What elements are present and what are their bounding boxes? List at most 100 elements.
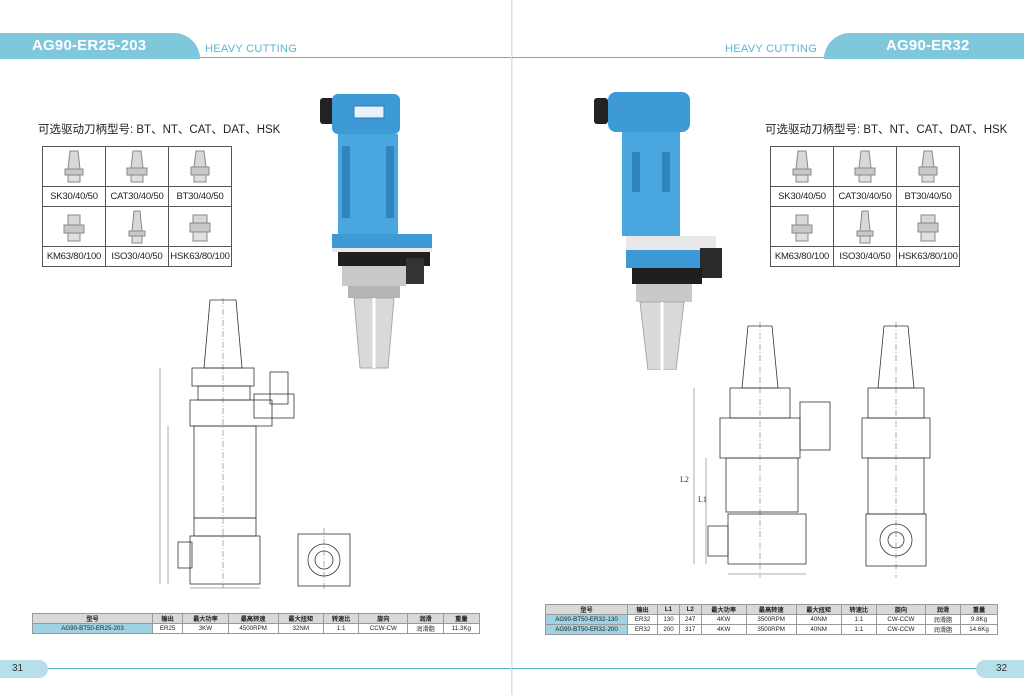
table-cell: 3KW — [182, 623, 229, 634]
holder-image-cell — [896, 206, 960, 247]
table-cell: 1:1 — [840, 624, 877, 635]
table-cell: 247 — [678, 614, 702, 625]
table-cell: 40NM — [795, 614, 842, 625]
iso-holder-icon — [128, 210, 146, 243]
holder-label: CAT30/40/50 — [833, 186, 897, 207]
table-cell: 40NM — [795, 624, 842, 635]
header-rule — [0, 57, 512, 58]
holder-image-cell — [833, 206, 897, 247]
column-header: 型号 — [32, 613, 153, 624]
column-header: 最高转速 — [745, 604, 797, 615]
header-rule — [512, 57, 1024, 58]
holder-image-cell — [833, 146, 897, 187]
table-cell: 11.3Kg — [442, 623, 481, 634]
product-photo-er25 — [320, 94, 432, 369]
column-header: 润滑 — [407, 613, 444, 624]
table-cell: 14.6Kg — [960, 624, 998, 635]
table-cell: AG90-BT50-ER32-200 — [545, 624, 628, 635]
table-cell: 130 — [657, 614, 680, 625]
holder-label: ISO30/40/50 — [105, 246, 169, 267]
table-cell: 32NM — [277, 623, 324, 634]
page-title: AG90-ER25-203 — [0, 33, 200, 59]
km-holder-icon — [791, 214, 813, 241]
holder-image-cell — [168, 206, 232, 247]
holder-image-cell — [105, 146, 169, 187]
table-cell: 润滑脂 — [407, 623, 444, 634]
holder-type-grid: SK30/40/50 CAT30/40/50 BT30/40/50 KM63/8… — [770, 146, 960, 267]
column-header: 最大扭矩 — [795, 604, 842, 615]
column-header: 转速比 — [322, 613, 360, 624]
holder-image-cell — [105, 206, 169, 247]
left-page: AG90-ER25-203 HEAVY CUTTING 可选驱动刀柄型号: BT… — [0, 33, 512, 678]
column-header: L2 — [678, 604, 702, 615]
holder-label: SK30/40/50 — [42, 186, 106, 207]
footer-rule — [512, 668, 1024, 669]
table-cell: AG90-BT50-ER32-130 — [545, 614, 628, 625]
column-header: 输出 — [151, 613, 184, 624]
right-page: HEAVY CUTTING AG90-ER32 可选驱动刀柄型号: BT、NT、… — [512, 0, 1024, 695]
page-subtitle: HEAVY CUTTING — [205, 43, 298, 55]
column-header: 最大功率 — [700, 604, 747, 615]
table-cell: ER32 — [626, 624, 659, 635]
taper-holder-icon — [64, 150, 84, 182]
column-header: 旋向 — [875, 604, 926, 615]
holder-image-cell — [42, 206, 106, 247]
dimension-label-l1: L1 — [698, 495, 707, 504]
table-cell: 4500RPM — [227, 623, 279, 634]
technical-drawing-er32: L2 L1 — [680, 322, 931, 578]
holder-label: SK30/40/50 — [770, 186, 834, 207]
column-header: 最大功率 — [182, 613, 229, 624]
page-number: 31 — [0, 660, 48, 678]
column-header: 最高转速 — [227, 613, 279, 624]
table-cell: AG90-BT50-ER25-203 — [32, 623, 153, 634]
page-gutter — [511, 0, 513, 695]
holder-label: ISO30/40/50 — [833, 246, 897, 267]
taper-holder-icon — [854, 150, 876, 182]
table-cell: 9.8Kg — [960, 614, 998, 625]
iso-holder-icon — [856, 210, 874, 243]
table-header-row: 型号 输出 最大功率 最高转速 最大扭矩 转速比 旋向 润滑 重量 — [32, 613, 481, 624]
table-row: AG90-BT50-ER32-200 ER32 200 317 4KW 3500… — [545, 624, 998, 635]
km-holder-icon — [63, 214, 85, 241]
taper-holder-icon — [918, 150, 938, 182]
holder-image-cell — [896, 146, 960, 187]
optional-holders-label: 可选驱动刀柄型号: BT、NT、CAT、DAT、HSK — [38, 124, 281, 136]
table-cell: CW-CCW — [875, 624, 926, 635]
table-cell: 1:1 — [840, 614, 877, 625]
column-header: 重量 — [960, 604, 998, 615]
holder-type-grid: SK30/40/50 CAT30/40/50 BT30/40/50 KM63/8… — [42, 146, 232, 267]
hsk-holder-icon — [917, 214, 939, 241]
holder-label: KM63/80/100 — [42, 246, 106, 267]
column-header: 润滑 — [924, 604, 962, 615]
holder-label: HSK63/80/100 — [168, 246, 232, 267]
table-row: AG90-BT50-ER25-203 ER25 3KW 4500RPM 32NM… — [32, 623, 481, 634]
column-header: 重量 — [442, 613, 481, 624]
table-cell: 3500RPM — [745, 614, 797, 625]
table-cell: 润滑脂 — [924, 614, 962, 625]
holder-image-cell — [770, 146, 834, 187]
table-cell: ER32 — [626, 614, 659, 625]
taper-holder-icon — [126, 150, 148, 182]
column-header: 型号 — [545, 604, 628, 615]
holder-label: HSK63/80/100 — [896, 246, 960, 267]
table-cell: ER25 — [151, 623, 184, 634]
table-cell: CCW-CW — [358, 623, 409, 634]
holder-label: BT30/40/50 — [168, 186, 232, 207]
technical-drawing-er25 — [159, 298, 351, 590]
page-subtitle: HEAVY CUTTING — [725, 43, 818, 55]
optional-holders-label: 可选驱动刀柄型号: BT、NT、CAT、DAT、HSK — [765, 124, 1008, 136]
table-cell: 3500RPM — [745, 624, 797, 635]
holder-image-cell — [770, 206, 834, 247]
table-header-row: 型号 输出 L1 L2 最大功率 最高转速 最大扭矩 转速比 旋向 润滑 重量 — [545, 604, 998, 615]
holder-label: KM63/80/100 — [770, 246, 834, 267]
column-header: 旋向 — [358, 613, 409, 624]
table-cell: 润滑脂 — [924, 624, 962, 635]
column-header: L1 — [657, 604, 680, 615]
dimension-label-l2: L2 — [680, 475, 689, 484]
table-row: AG90-BT50-ER32-130 ER32 130 247 4KW 3500… — [545, 614, 998, 625]
table-cell: CW-CCW — [875, 614, 926, 625]
page-number: 32 — [976, 660, 1024, 678]
column-header: 输出 — [626, 604, 659, 615]
holder-image-cell — [42, 146, 106, 187]
